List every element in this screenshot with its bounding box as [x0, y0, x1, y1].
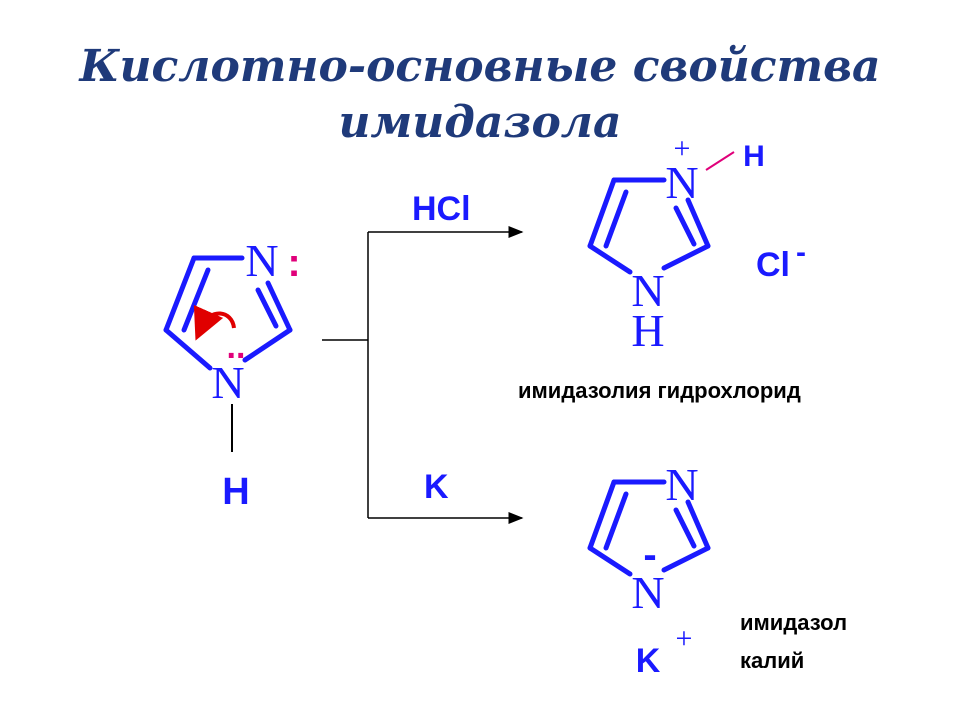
reactant-ring-bonds: [163, 255, 293, 371]
product-top-atom-h-bottom: H: [631, 305, 664, 356]
product-bottom-ring-bonds: [587, 479, 711, 577]
product-top-nh-bond: [705, 151, 735, 171]
reactant-imidazole: N : N .. H: [163, 235, 301, 513]
product-potassium-imidazolide: N N - K + имидазол калий: [587, 459, 847, 680]
caption-imidazole-line-2: калий: [740, 648, 804, 673]
caption-imidazole-line-1: имидазол: [740, 610, 847, 635]
reagent-hcl: HCl: [412, 190, 471, 228]
reactant-lone-pair-colon: :: [287, 241, 300, 285]
product-top-plus-charge: +: [674, 132, 691, 165]
title-line-2: имидазола: [338, 97, 622, 148]
product-top-ring-bonds: [587, 177, 711, 275]
reagent-k: K: [424, 468, 449, 506]
counter-ion-cl: Cl: [756, 246, 790, 284]
cation-charge: +: [676, 622, 693, 655]
reactant-atom-n1: N: [211, 357, 244, 408]
cation-k: K: [636, 642, 661, 680]
electron-shift-arrow: [193, 304, 236, 341]
product-top-atom-h-top: H: [743, 140, 765, 173]
reaction-arrows: [322, 226, 524, 524]
reactant-atom-n3: N: [245, 235, 278, 286]
counter-ion-charge: -: [796, 236, 806, 269]
product-top-atom-n-bottom: N: [631, 265, 664, 316]
product-bottom-atom-n-bottom: N: [631, 567, 664, 618]
title-line-1: Кислотно-основные свойства: [79, 41, 881, 92]
reactant-lone-pair-dots: ..: [227, 328, 246, 366]
caption-imidazolium-hydrochloride: имидазолия гидрохлорид: [518, 378, 801, 403]
product-bottom-minus-charge: -: [643, 533, 656, 577]
product-bottom-atom-n-top: N: [665, 459, 698, 510]
reactant-atom-h: H: [222, 471, 249, 513]
product-imidazolium: N + H N H Cl - имидазолия гидрохлорид: [518, 132, 806, 403]
product-top-atom-n-plus: N: [665, 157, 698, 208]
